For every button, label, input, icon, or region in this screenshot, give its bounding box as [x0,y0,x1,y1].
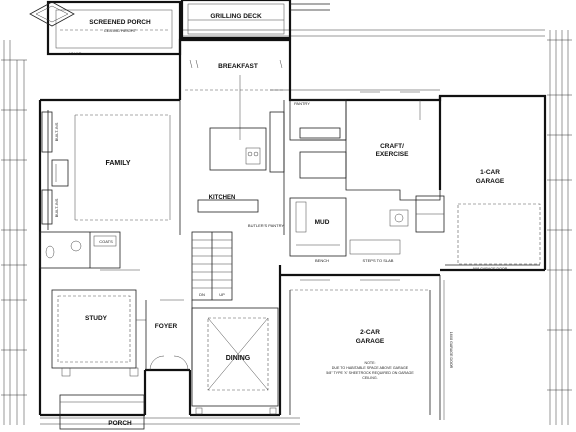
stairs-up-label: UP [219,292,225,297]
kitchen-area: KITCHEN BUTLER'S PANTRY [179,100,285,235]
stairs-dn-label: DN [199,292,205,297]
two-car-garage-area: 2-CAR GARAGE NOTE: DUE TO HABITABLE SPAC… [289,275,453,420]
steps-label: STEPS TO SLAB [363,258,394,263]
garage-note-line-3: 5/8" TYPE 'X' SHEETROCK REQUIRED ON GARA… [326,371,414,375]
stairs-area: DN UP [191,231,233,301]
pantry-craft-area: PANTRY CRAFT/ EXERCISE [289,99,441,201]
house-walls [38,38,547,417]
bench-label: BENCH [315,258,329,263]
breakfast-label: BREAKFAST [218,63,258,70]
craft-exercise-label-1: CRAFT/ [380,143,404,150]
screened-porch-note: CEILING HEIGHT [104,28,137,33]
mud-label: MUD [315,219,330,226]
dining-area: DINING [191,307,279,407]
mud-area: MUD BENCH STEPS TO SLAB [289,197,401,263]
garage-door-label-2car: 16X8 GARAGE DOOR [449,332,453,369]
screened-porch-area: SCREENED PORCH CEILING HEIGHT VAULT [29,0,182,56]
dimension-lines [1,29,572,425]
breakfast-area: BREAKFAST [185,63,285,140]
detail-marks [100,59,421,301]
screened-porch-label: SCREENED PORCH [89,19,151,26]
study-area: STUDY [51,289,146,369]
one-car-garage-label-2: GARAGE [476,178,505,185]
pantry-label: PANTRY [294,101,310,106]
dining-label: DINING [226,355,251,362]
family-area: BUILT-INS BUILT-INS FAMILY [41,110,171,230]
bath-coats-area: COATS [39,231,121,269]
foyer-label: FOYER [155,323,178,330]
grilling-deck-area: GRILLING DECK [180,0,330,40]
grilling-deck-label: GRILLING DECK [210,13,262,20]
craft-exercise-label-2: EXERCISE [376,151,410,158]
one-car-garage-label-1: 1-CAR [480,169,500,176]
two-car-garage-label-2: GARAGE [356,338,385,345]
garage-note-line-2: DUE TO HABITABLE SPACE ABOVE GARAGE [332,366,409,370]
two-car-garage-label-1: 2-CAR [360,329,380,336]
built-ins-label-top: BUILT-INS [54,122,59,141]
study-label: STUDY [85,315,108,322]
one-car-garage-area: 1-CAR GARAGE 9X8 GARAGE DOOR [389,169,541,271]
built-ins-label-bottom: BUILT-INS [54,198,59,217]
family-label: FAMILY [105,160,130,167]
butlers-pantry-label: BUTLER'S PANTRY [248,223,285,228]
kitchen-label: KITCHEN [209,195,236,201]
porch-area: PORCH [59,367,277,430]
porch-label: PORCH [108,420,132,427]
foyer-area: FOYER [145,300,193,371]
garage-note-line-4: CEILING. [362,376,377,380]
vault-label: VAULT [69,51,82,56]
garage-door-label-1car: 9X8 GARAGE DOOR [473,267,508,271]
garage-note-line-1: NOTE: [365,361,376,365]
coats-label: COATS [99,239,113,244]
